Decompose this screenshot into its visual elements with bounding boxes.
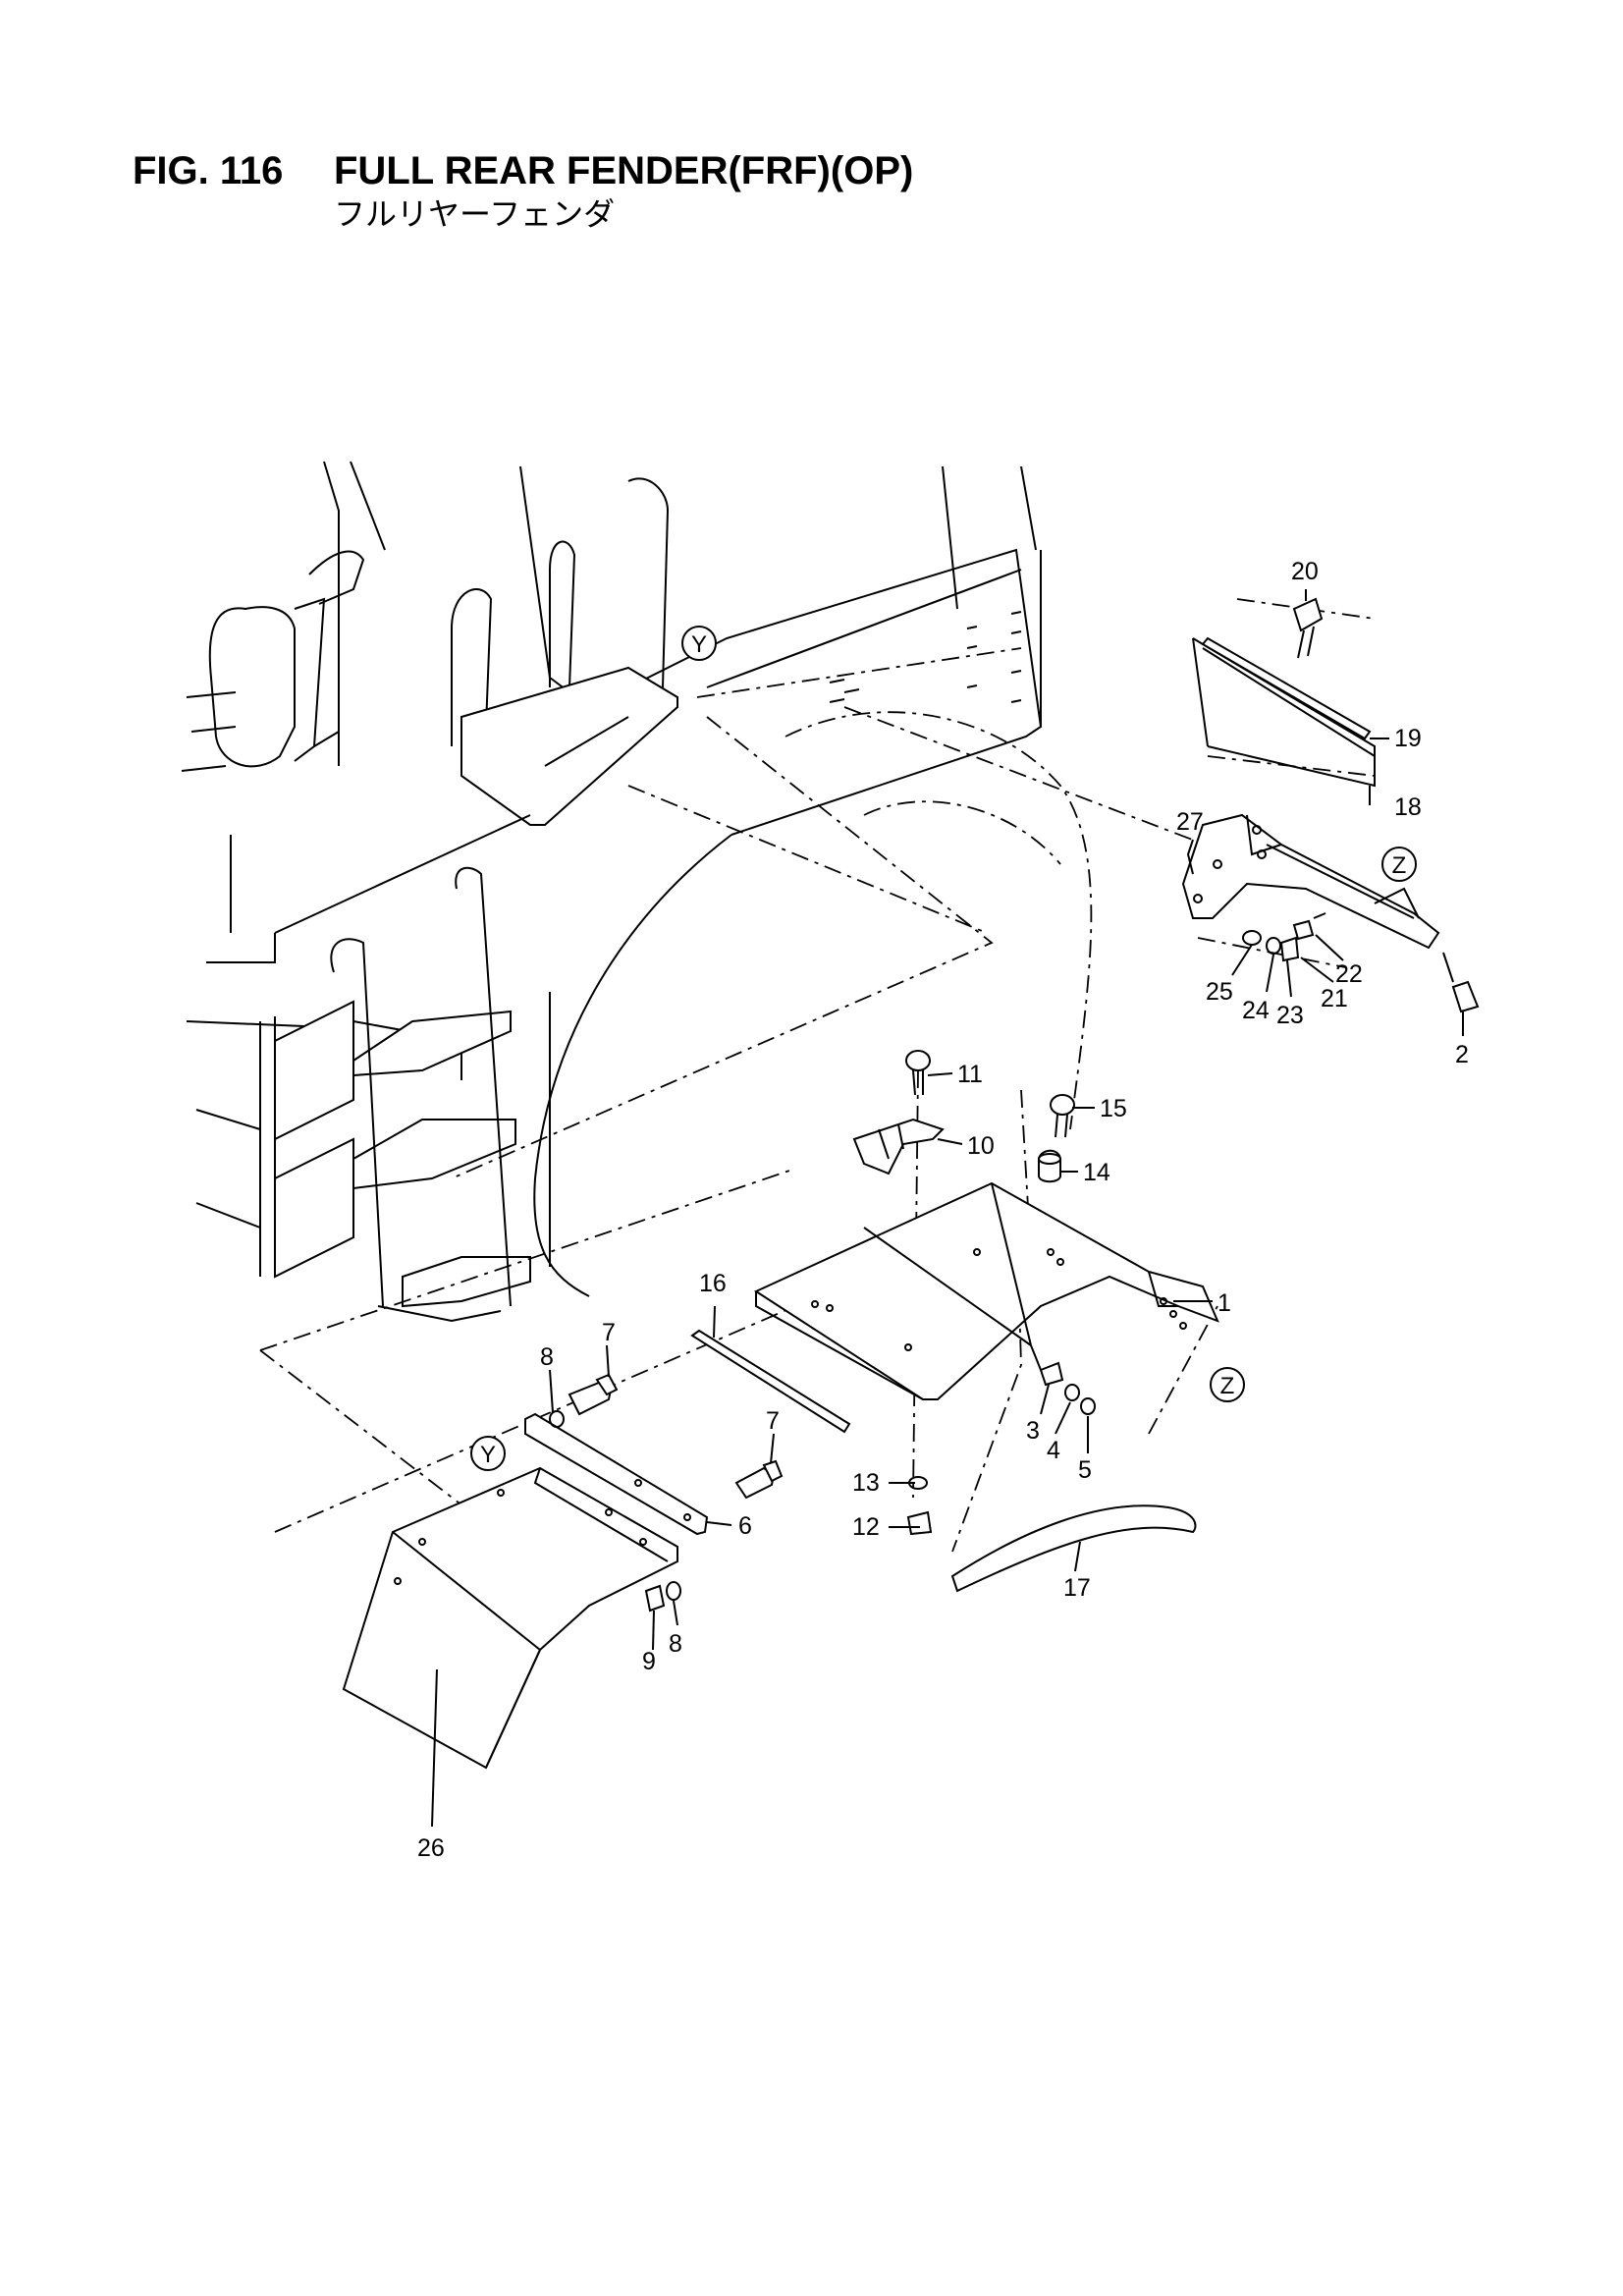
part-7-bolt-lower	[734, 1459, 784, 1500]
callout-16: 16	[699, 1270, 727, 1297]
callout-18: 18	[1394, 793, 1422, 821]
callout-12: 12	[852, 1513, 880, 1541]
part-10-latch	[852, 1118, 945, 1175]
callout-11: 11	[957, 1061, 983, 1088]
reference-letter: Y	[691, 631, 707, 658]
callout-leaders	[431, 589, 1464, 1828]
figure-subtitle-jp: フルリヤーフェンダ	[334, 195, 616, 233]
callout-1: 1	[1217, 1289, 1231, 1317]
part-16-strip	[690, 1329, 851, 1434]
reference-letter: Z	[1392, 852, 1407, 879]
part-2-bolt	[1442, 952, 1480, 1013]
callout-24: 24	[1242, 997, 1270, 1024]
callout-14: 14	[1083, 1159, 1110, 1186]
callout-25: 25	[1206, 978, 1233, 1006]
callout-9: 9	[642, 1648, 656, 1675]
part-8-washer-upper	[549, 1410, 565, 1428]
callout-19: 19	[1394, 725, 1422, 752]
callout-22: 22	[1335, 960, 1363, 988]
figure-header: FIG. 116 FULL REAR FENDER(FRF)(OP) フルリヤーフ…	[133, 147, 913, 234]
callout-3: 3	[1026, 1417, 1040, 1445]
reference-marker-z-lower: Z	[1210, 1367, 1245, 1402]
callout-6: 6	[738, 1512, 752, 1540]
reference-letter: Z	[1220, 1373, 1235, 1399]
part-20-bolt	[1292, 597, 1324, 659]
part-14-bushing	[1038, 1149, 1061, 1183]
part-17-rubber-strip	[950, 1504, 1197, 1593]
part-21-25-hardware	[1242, 912, 1326, 962]
reference-markers: Y Y Z Z	[470, 626, 1417, 1471]
machine-body-outline	[181, 461, 1043, 1323]
callout-4: 4	[1047, 1437, 1060, 1464]
callout-27: 27	[1176, 808, 1204, 836]
callout-labels: 1 2 3 4 5 6 7 7 8 8 9 10 11 12 13 14 15 …	[417, 558, 1469, 1862]
part-6-bracket	[524, 1412, 709, 1536]
part-1-fender	[753, 1181, 1219, 1400]
callout-5: 5	[1078, 1456, 1092, 1484]
part-7-bolt-upper	[568, 1373, 619, 1416]
reference-marker-y-upper: Y	[681, 626, 717, 661]
callout-15: 15	[1100, 1095, 1127, 1122]
figure-number: FIG. 116	[133, 149, 284, 192]
callout-7-upper: 7	[602, 1319, 616, 1346]
callout-13: 13	[852, 1469, 880, 1497]
part-27-bracket	[1181, 813, 1440, 950]
callout-26: 26	[417, 1834, 445, 1862]
callout-10: 10	[967, 1132, 995, 1160]
callout-20: 20	[1291, 558, 1319, 585]
reference-marker-y-lower: Y	[470, 1436, 506, 1471]
callout-7-lower: 7	[766, 1407, 780, 1435]
callout-21: 21	[1321, 985, 1348, 1012]
figure-heading: FIG. 116 FULL REAR FENDER(FRF)(OP)	[133, 147, 913, 194]
callout-8-lower: 8	[669, 1630, 682, 1658]
callout-8-upper: 8	[540, 1343, 554, 1371]
callout-17: 17	[1063, 1574, 1091, 1602]
part-18-plate	[1192, 636, 1376, 788]
panel-studs	[829, 611, 1022, 703]
figure-title: FULL REAR FENDER(FRF)(OP)	[334, 149, 914, 192]
reference-letter: Y	[480, 1442, 496, 1468]
part-26-fender	[342, 1466, 678, 1770]
part-15-bolt	[1050, 1094, 1075, 1138]
part-11-bolt	[905, 1050, 931, 1096]
part-12-13-nut-washer	[906, 1476, 933, 1536]
callout-2: 2	[1455, 1041, 1469, 1068]
reference-marker-z-upper: Z	[1381, 847, 1417, 882]
part-8-9-hardware-lower	[644, 1581, 681, 1613]
callout-23: 23	[1276, 1002, 1304, 1029]
part-3-5-hardware	[1039, 1361, 1096, 1415]
